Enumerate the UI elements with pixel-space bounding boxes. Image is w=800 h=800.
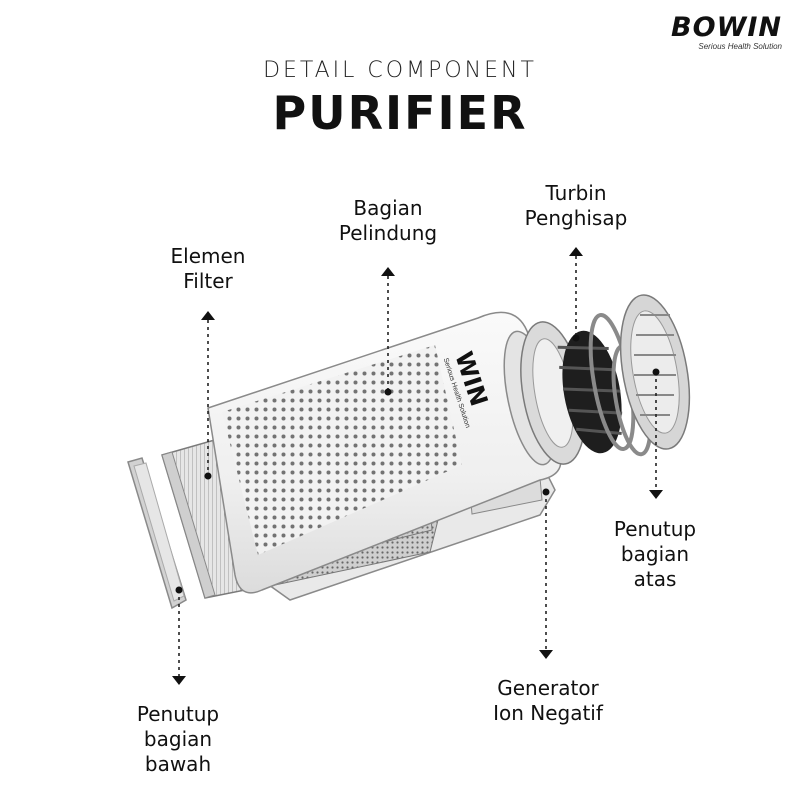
arrow-down-icon: [539, 650, 553, 659]
arrow-up-icon: [201, 311, 215, 320]
arrow-up-icon: [381, 267, 395, 276]
arrow-down-icon: [649, 490, 663, 499]
label-penutup-bagian-atas: Penutup bagian atas: [585, 517, 725, 592]
arrow-up-icon: [569, 247, 583, 256]
label-bagian-pelindung: Bagian Pelindung: [318, 196, 458, 246]
label-penutup-bagian-bawah: Penutup bagian bawah: [108, 702, 248, 777]
label-turbin-penghisap: Turbin Penghisap: [506, 181, 646, 231]
arrow-down-icon: [172, 676, 186, 685]
label-elemen-filter: Elemen Filter: [143, 244, 273, 294]
label-generator-ion-negatif: Generator Ion Negatif: [468, 676, 628, 726]
